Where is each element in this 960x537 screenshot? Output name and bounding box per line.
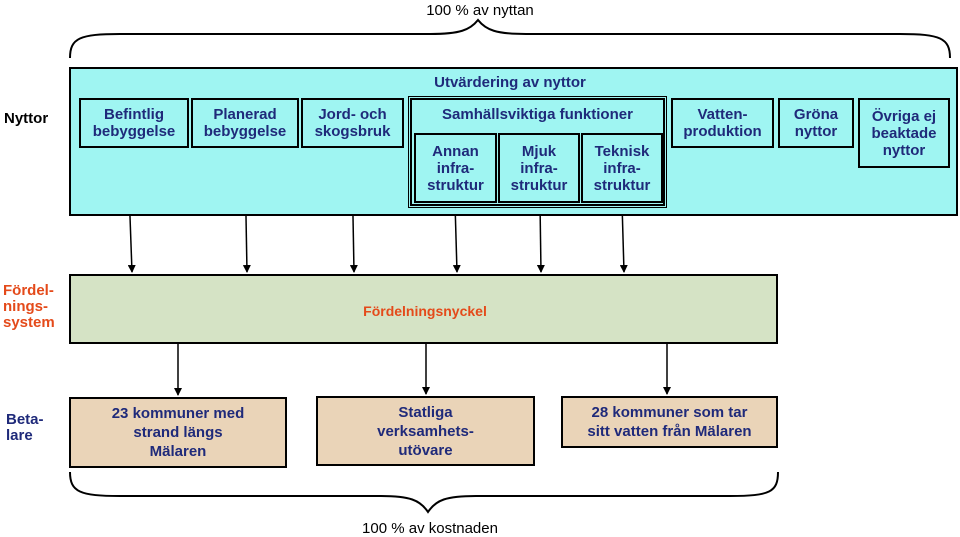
bottom-brace [69, 471, 779, 514]
top-total-label: 100 % av nyttan [426, 1, 534, 19]
box-jord-skogsbruk: Jord- och skogsbruk [301, 98, 404, 148]
payer-23-kommuner: 23 kommuner med strand längs Mälaren [69, 397, 287, 468]
distribution-panel [69, 274, 778, 344]
group-samhallsviktiga-title: Samhällsviktiga funktioner [442, 105, 633, 123]
box-grona-nyttor: Gröna nyttor [778, 98, 854, 148]
box-vattenproduktion: Vatten- produktion [671, 98, 774, 148]
row-label-nyttor: Nyttor [4, 110, 49, 127]
distribution-key-label: Fördelningsnyckel [363, 303, 487, 319]
benefit-panel [69, 67, 958, 216]
box-ovriga-nyttor: Övriga ej beaktade nyttor [858, 98, 950, 168]
row-label-fordelning: Fördel- nings- system [3, 282, 55, 331]
bottom-total-label: 100 % av kostnaden [362, 519, 498, 537]
benefit-panel-title: Utvärdering av nyttor [434, 73, 586, 91]
row-label-betalare: Beta- lare [6, 411, 44, 444]
box-teknisk-infrastruktur: Teknisk infra- struktur [581, 133, 663, 203]
payer-statliga-verksamhetsutovare: Statliga verksamhets- utövare [316, 396, 535, 466]
box-mjuk-infrastruktur: Mjuk infra- struktur [498, 133, 580, 203]
group-samhallsviktiga [408, 96, 667, 208]
payer-28-kommuner: 28 kommuner som tar sitt vatten från Mäl… [561, 396, 778, 448]
box-annan-infrastruktur: Annan infra- struktur [414, 133, 497, 203]
box-befintlig-bebyggelse: Befintlig bebyggelse [79, 98, 189, 148]
box-planerad-bebyggelse: Planerad bebyggelse [191, 98, 299, 148]
payer-arrows [174, 341, 671, 396]
top-brace [69, 18, 951, 59]
